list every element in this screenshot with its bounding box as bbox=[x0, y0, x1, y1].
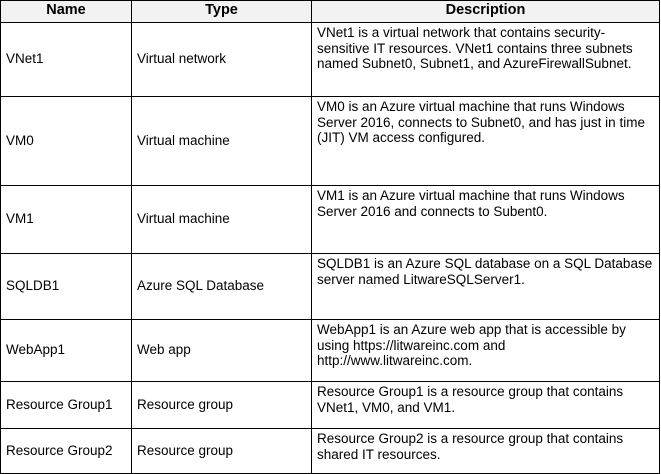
table-header: Name Type Description bbox=[0, 0, 660, 23]
column-header-type: Type bbox=[131, 0, 312, 23]
cell-type: Virtual network bbox=[131, 22, 312, 97]
table-row: Resource Group2 Resource group Resource … bbox=[0, 428, 660, 474]
column-header-name: Name bbox=[0, 0, 132, 23]
cell-name: WebApp1 bbox=[0, 319, 132, 382]
table-row: WebApp1 Web app WebApp1 is an Azure web … bbox=[0, 319, 660, 382]
table-row: VM0 Virtual machine VM0 is an Azure virt… bbox=[0, 96, 660, 186]
cell-type: Virtual machine bbox=[131, 96, 312, 186]
table-row: Resource Group1 Resource group Resource … bbox=[0, 381, 660, 429]
cell-type: Resource group bbox=[131, 428, 312, 474]
table-body: VNet1 Virtual network VNet1 is a virtual… bbox=[0, 22, 660, 474]
table-row: VM1 Virtual machine VM1 is an Azure virt… bbox=[0, 185, 660, 254]
column-header-description: Description bbox=[311, 0, 660, 23]
cell-description: WebApp1 is an Azure web app that is acce… bbox=[311, 319, 660, 382]
cell-type: Azure SQL Database bbox=[131, 253, 312, 320]
cell-name: Resource Group2 bbox=[0, 428, 132, 474]
table-header-row: Name Type Description bbox=[0, 0, 660, 23]
cell-name: SQLDB1 bbox=[0, 253, 132, 320]
cell-description: VM1 is an Azure virtual machine that run… bbox=[311, 185, 660, 254]
cell-description: Resource Group2 is a resource group that… bbox=[311, 428, 660, 474]
cell-type: Resource group bbox=[131, 381, 312, 429]
cell-name: VNet1 bbox=[0, 22, 132, 97]
cell-description: VM0 is an Azure virtual machine that run… bbox=[311, 96, 660, 186]
cell-name: VM1 bbox=[0, 185, 132, 254]
cell-description: VNet1 is a virtual network that contains… bbox=[311, 22, 660, 97]
table-row: SQLDB1 Azure SQL Database SQLDB1 is an A… bbox=[0, 253, 660, 320]
table-row: VNet1 Virtual network VNet1 is a virtual… bbox=[0, 22, 660, 97]
cell-name: VM0 bbox=[0, 96, 132, 186]
cell-description: SQLDB1 is an Azure SQL database on a SQL… bbox=[311, 253, 660, 320]
cell-type: Web app bbox=[131, 319, 312, 382]
cell-type: Virtual machine bbox=[131, 185, 312, 254]
cell-name: Resource Group1 bbox=[0, 381, 132, 429]
cell-description: Resource Group1 is a resource group that… bbox=[311, 381, 660, 429]
